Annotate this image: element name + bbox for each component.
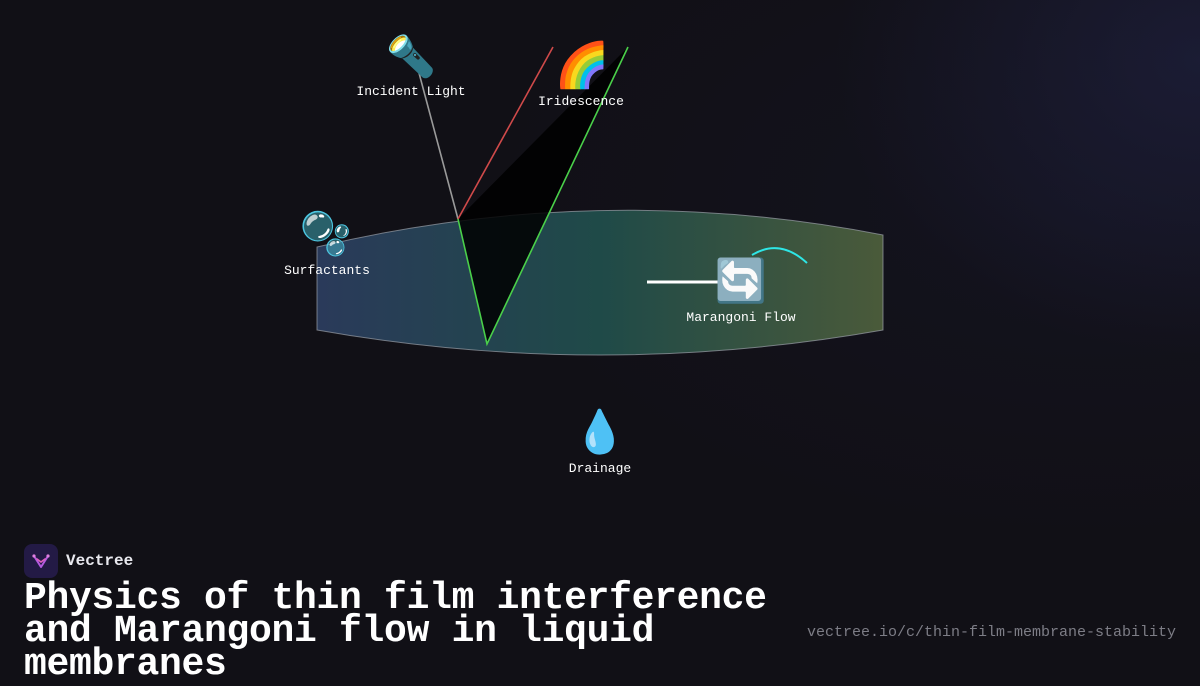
droplet-icon: 💧 xyxy=(574,407,626,456)
rainbow-icon: 🌈 xyxy=(555,38,610,91)
vectree-logo-icon xyxy=(24,544,58,578)
cycle-arrows-icon: 🔄 xyxy=(715,256,767,305)
thin-film-diagram: 🔦 🌈 🫧 🔄 💧 Incident Light Iridescence Sur… xyxy=(284,33,884,476)
incident-ray xyxy=(414,57,459,220)
drainage-label: Drainage xyxy=(569,461,631,476)
marangoni-flow-label: Marangoni Flow xyxy=(686,310,795,325)
iridescence-label: Iridescence xyxy=(538,94,624,109)
brand-name: Vectree xyxy=(66,552,134,570)
liquid-film xyxy=(316,209,884,356)
flashlight-icon: 🔦 xyxy=(386,33,436,80)
bubbles-icon: 🫧 xyxy=(300,209,352,258)
incident-light-label: Incident Light xyxy=(356,84,465,99)
page-title: Physics of thin film interference and Ma… xyxy=(24,577,767,686)
reflected-ray-red xyxy=(457,46,554,220)
marangoni-flow-curve xyxy=(751,247,808,264)
source-url[interactable]: vectree.io/c/thin-film-membrane-stabilit… xyxy=(806,624,1176,641)
surfactants-label: Surfactants xyxy=(284,263,370,278)
interference-wedge xyxy=(458,47,628,344)
brand: Vectree xyxy=(24,544,133,578)
reflected-ray-green xyxy=(457,46,629,347)
